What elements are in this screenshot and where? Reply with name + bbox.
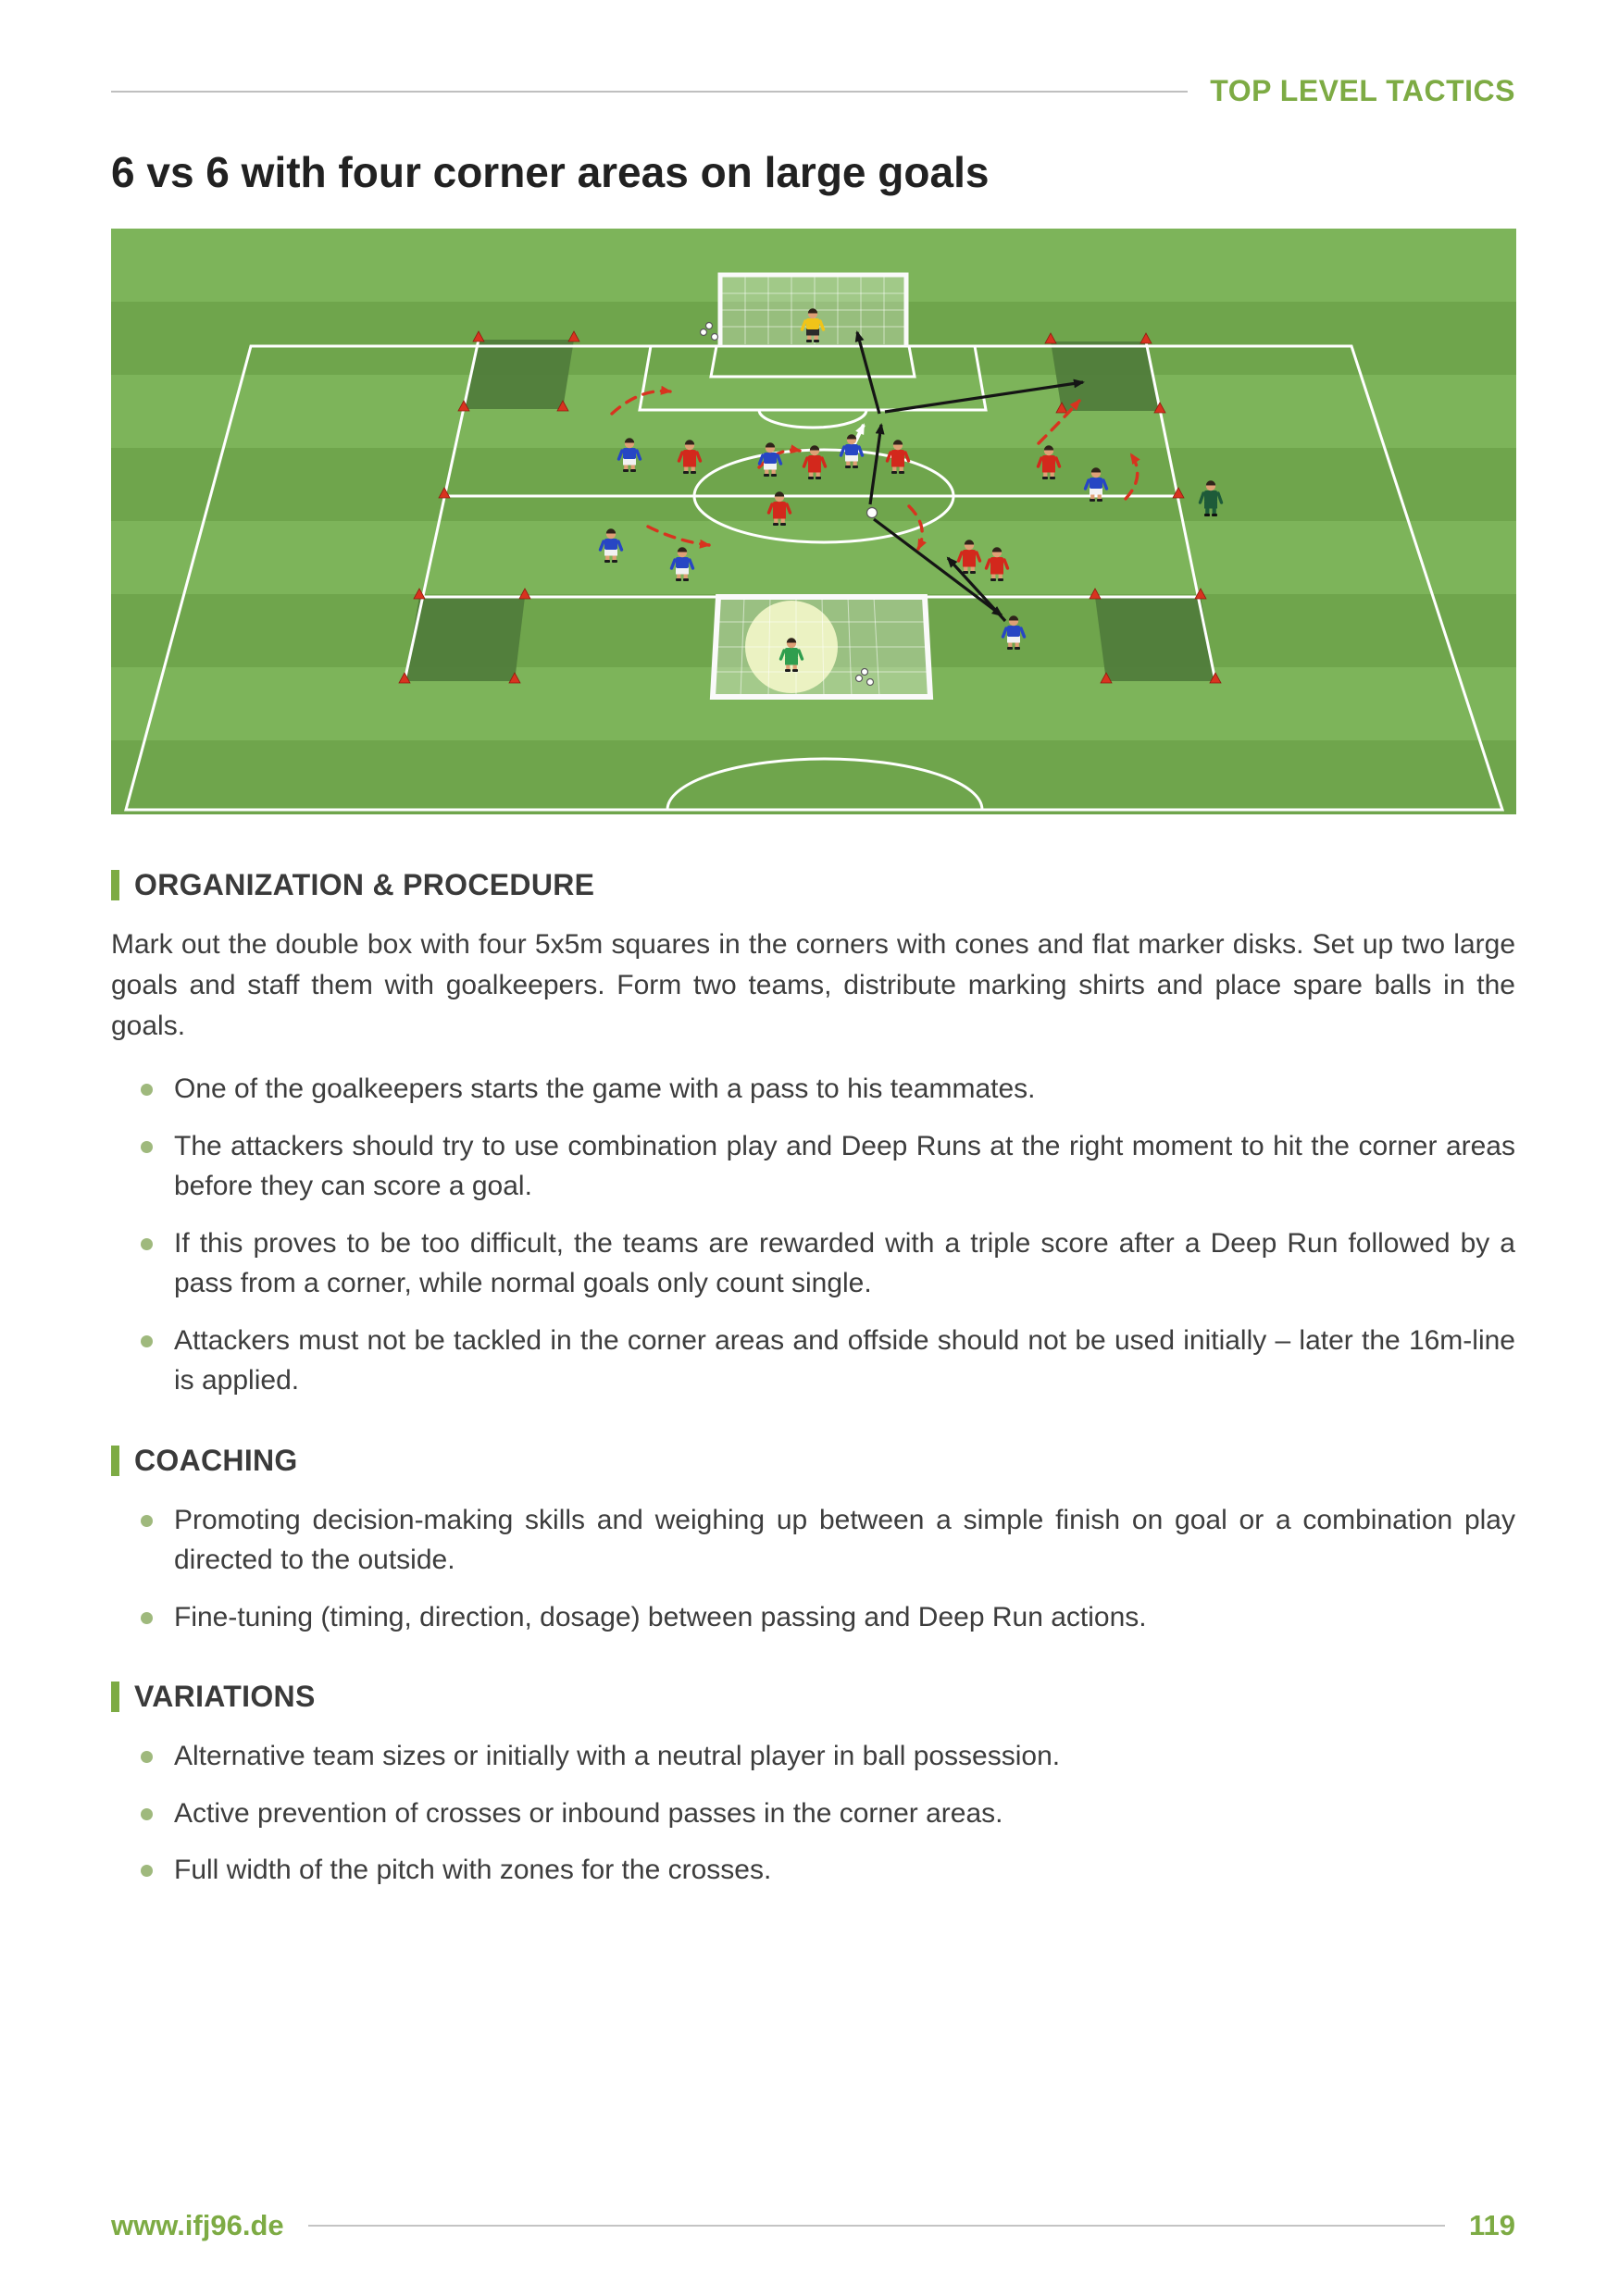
section-heading-label: COACHING xyxy=(134,1443,298,1477)
cone-marker xyxy=(1153,402,1166,414)
cone-marker xyxy=(1140,332,1152,344)
section-heading-organization: ORGANIZATION & PROCEDURE xyxy=(111,868,1515,902)
ball xyxy=(866,506,878,519)
corner-area-top-left xyxy=(464,340,574,409)
pass-arrow xyxy=(868,423,885,505)
header-label: TOP LEVEL TACTICS xyxy=(1210,74,1515,107)
section-heading-variations: VARIATIONS xyxy=(111,1680,1515,1714)
ball xyxy=(866,677,875,687)
ball xyxy=(704,321,714,330)
section-heading-label: ORGANIZATION & PROCEDURE xyxy=(134,868,595,901)
cone-marker xyxy=(398,672,411,684)
run-arrow xyxy=(1037,399,1081,445)
run-arrow xyxy=(907,504,927,551)
bullet-item: The attackers should try to use combinat… xyxy=(141,1126,1515,1207)
section-heading-coaching: COACHING xyxy=(111,1444,1515,1478)
diagram-layer xyxy=(398,306,1224,687)
bullet-item: Fine-tuning (timing, direction, dosage) … xyxy=(141,1597,1515,1638)
pass-arrow xyxy=(884,379,1085,414)
cone-marker xyxy=(472,330,485,342)
cone-marker xyxy=(556,400,569,412)
cone-marker xyxy=(1044,332,1057,344)
bullet-item: If this proves to be too difficult, the … xyxy=(141,1223,1515,1304)
page-number: 119 xyxy=(1468,2209,1515,2241)
cone-marker xyxy=(1055,402,1068,414)
organization-bullet-list: One of the goalkeepers starts the game w… xyxy=(111,1069,1515,1401)
corner-area-bottom-right xyxy=(1095,597,1215,681)
run-arrow xyxy=(1124,453,1140,501)
pitch-svg xyxy=(111,229,1516,814)
variations-bullet-list: Alternative team sizes or initially with… xyxy=(111,1736,1515,1891)
bullet-item: Attackers must not be tackled in the cor… xyxy=(141,1321,1515,1401)
header-divider xyxy=(111,90,1189,93)
cone-marker xyxy=(1089,588,1102,600)
bullet-item: Alternative team sizes or initially with… xyxy=(141,1736,1515,1777)
cone-marker xyxy=(438,487,451,499)
heading-accent-bar xyxy=(111,1445,119,1476)
pass-arrow xyxy=(946,556,1007,623)
website-link[interactable]: www.ifj96.de xyxy=(111,2209,284,2241)
cone-marker xyxy=(518,588,531,600)
bullet-item: One of the goalkeepers starts the game w… xyxy=(141,1069,1515,1110)
heading-accent-bar xyxy=(111,870,119,900)
bottom-goal xyxy=(709,594,934,700)
pass-arrow xyxy=(873,517,1003,617)
ball xyxy=(710,332,719,341)
cone-marker xyxy=(457,400,470,412)
page-header: TOP LEVEL TACTICS xyxy=(111,74,1515,108)
bullet-item: Promoting decision-making skills and wei… xyxy=(141,1500,1515,1581)
cone-marker xyxy=(567,330,580,342)
cone-marker xyxy=(1194,588,1207,600)
organization-intro-paragraph: Mark out the double box with four 5x5m s… xyxy=(111,929,1515,1042)
footer-divider xyxy=(307,2225,1445,2227)
corner-area-top-right xyxy=(1051,341,1160,411)
cone-marker xyxy=(1172,487,1185,499)
page-title: 6 vs 6 with four corner areas on large g… xyxy=(111,148,990,196)
ball xyxy=(860,667,869,676)
ball xyxy=(699,328,708,337)
corner-area-bottom-left xyxy=(405,597,525,681)
cone-marker xyxy=(1100,672,1113,684)
page-footer: www.ifj96.de 119 xyxy=(111,2209,1515,2242)
pitch-lines xyxy=(124,339,1505,812)
corner-areas xyxy=(405,340,1215,681)
run-arrow xyxy=(757,444,802,469)
section-heading-label: VARIATIONS xyxy=(134,1680,316,1714)
bullet-item: Full width of the pitch with zones for t… xyxy=(141,1850,1515,1891)
pass-arrow xyxy=(854,330,881,415)
cone-marker xyxy=(508,672,521,684)
heading-accent-bar xyxy=(111,1682,119,1713)
drill-diagram xyxy=(111,229,1516,814)
bullet-item: Active prevention of crosses or inbound … xyxy=(141,1793,1515,1834)
run-arrow xyxy=(646,525,711,549)
ball xyxy=(854,674,864,683)
coaching-bullet-list: Promoting decision-making skills and wei… xyxy=(111,1500,1515,1638)
cone-marker xyxy=(413,588,426,600)
cone-marker xyxy=(1209,672,1222,684)
run-arrow xyxy=(610,385,672,416)
